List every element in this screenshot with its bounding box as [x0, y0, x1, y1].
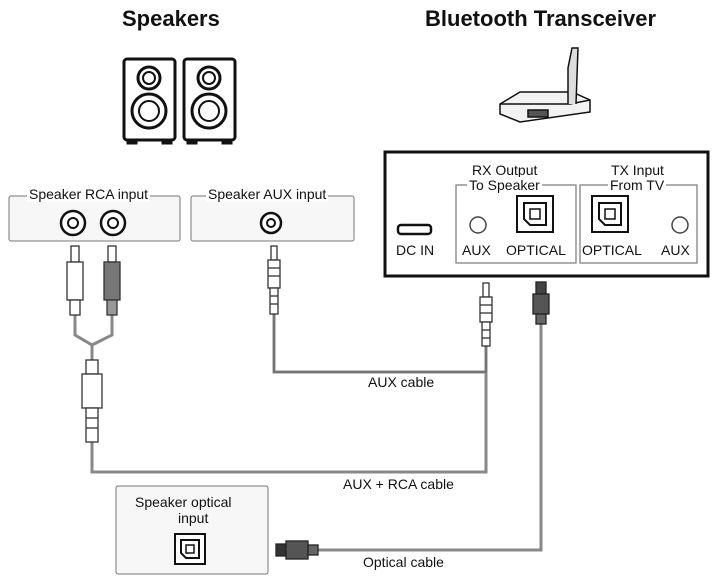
- transceiver-illustration: [499, 47, 591, 123]
- aux-cable-wire: [272, 314, 488, 374]
- aux-plug-speaker: [267, 245, 281, 315]
- aux-cable-label: AUX cable: [368, 374, 435, 390]
- tx-from-tv-label: From TV: [608, 177, 667, 193]
- aux-rca-cable-wire: [90, 372, 488, 474]
- optical-cable-label: Optical cable: [363, 554, 444, 570]
- transceiver-title: Bluetooth Transceiver: [425, 6, 657, 31]
- rx-output-label: RX Output: [472, 162, 538, 178]
- aux-plug-transceiver: [479, 282, 493, 347]
- aux-right-label: AUX: [661, 242, 690, 258]
- optical-cable-wire: [318, 322, 543, 552]
- optical-left-label: OPTICAL: [506, 242, 566, 258]
- optical-plug-speaker: [275, 540, 319, 560]
- optical-plug-transceiver: [532, 281, 550, 325]
- rca-input-panel: [8, 195, 181, 242]
- aux-left-label: AUX: [462, 242, 491, 258]
- speakers-illustration: [122, 57, 237, 145]
- rca-split-wire-left: [73, 315, 94, 360]
- rca-plugs: [66, 245, 121, 316]
- speakers-title: Speakers: [122, 6, 220, 31]
- rca-input-label: Speaker RCA input: [27, 186, 151, 202]
- optical-right-label: OPTICAL: [582, 242, 642, 258]
- aux-input-panel: [190, 195, 355, 242]
- aux-rca-cable-label: AUX + RCA cable: [343, 476, 454, 492]
- optical-input-label-line1: Speaker optical: [135, 494, 232, 510]
- left-speaker: [122, 57, 177, 145]
- optical-input-label-line2: input: [178, 510, 209, 526]
- right-speaker: [182, 57, 237, 145]
- transceiver-port-panel: [383, 150, 710, 278]
- rca-aux-splitter: [81, 359, 103, 443]
- dc-in-label: DC IN: [396, 242, 435, 258]
- optical-input-panel: [115, 485, 269, 575]
- tx-input-label: TX Input: [611, 162, 664, 178]
- rca-split-wire-right: [91, 315, 114, 347]
- aux-input-label: Speaker AUX input: [206, 186, 329, 202]
- rx-to-speaker-label: To Speaker: [467, 177, 542, 193]
